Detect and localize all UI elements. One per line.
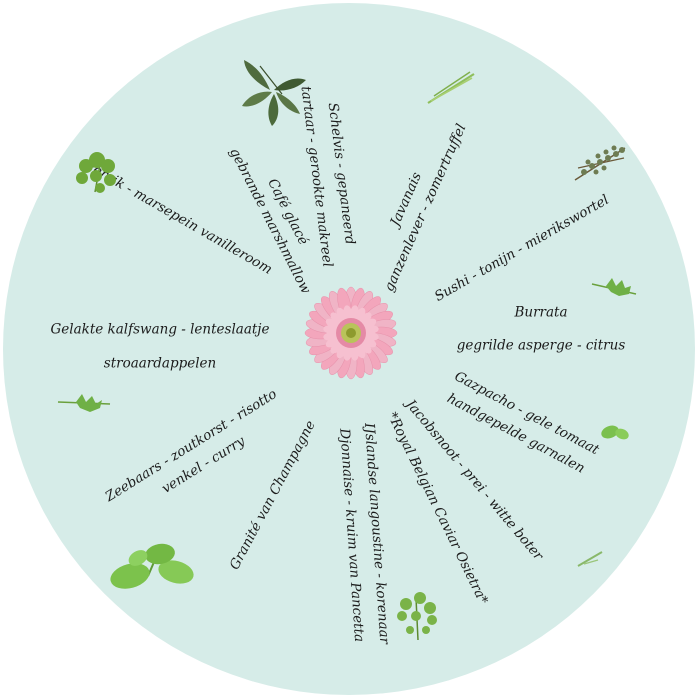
oregano-sprig-icon: [397, 592, 437, 641]
thyme-sprig-icon: [574, 145, 626, 181]
mint-sprig-icon: [110, 543, 194, 589]
menu-line: stroaardappelen: [103, 355, 217, 372]
dill-sprig-icon: [577, 551, 603, 567]
parsley-sprig-icon: [76, 152, 116, 193]
menu-line: Gelakte kalfswang - lenteslaatje: [50, 321, 270, 338]
mint-leaf-icon: [601, 425, 629, 440]
menu-line: gegrilde asperge - citrus: [456, 337, 626, 354]
chive-sprig-icon: [427, 71, 475, 104]
menu-line: Burrata: [514, 304, 568, 321]
bay-leaves-icon: [242, 60, 306, 126]
rocket-leaf-icon: [57, 394, 111, 412]
rocket-leaf-icon: [591, 278, 637, 296]
gerbera-flower-icon: [304, 286, 398, 380]
